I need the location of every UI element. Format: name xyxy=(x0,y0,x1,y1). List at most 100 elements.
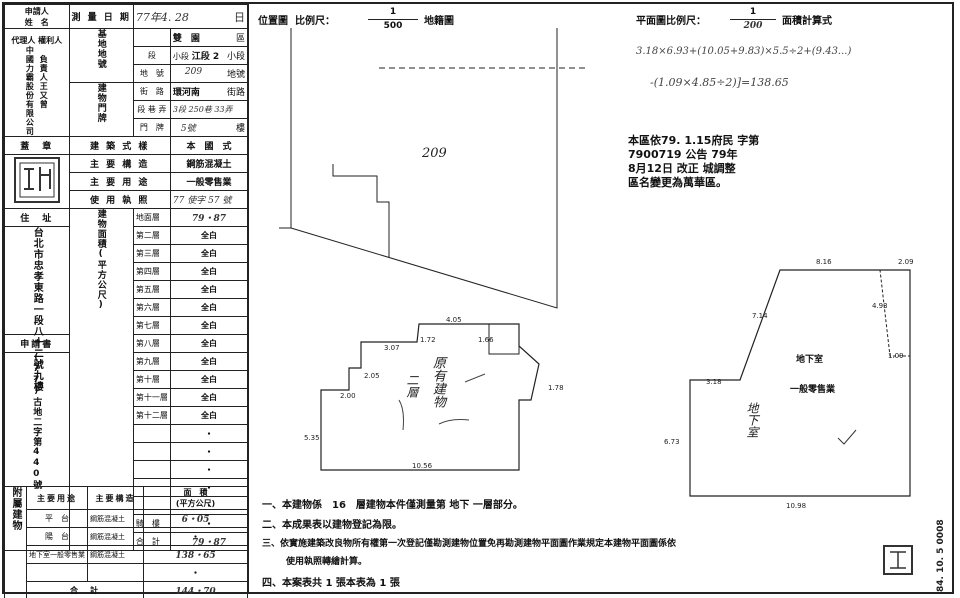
annex-struct: 鋼筋混凝土 xyxy=(87,545,144,564)
floor-area: 全白 xyxy=(169,226,249,245)
plan-dim: 6.73 xyxy=(664,438,680,446)
use-value: 一般零售業 xyxy=(169,172,249,191)
floor-area: 全白 xyxy=(169,316,249,335)
survey-date-value: 77年4. 28 日 xyxy=(132,4,249,29)
annex-use: 陽 台 xyxy=(26,527,88,546)
floor-name: 第七層 xyxy=(132,316,171,335)
building-survey-form: 申請人 姓 名 測 量 日 期 77年4. 28 日 代理人 權利人 中國力霸股… xyxy=(4,4,249,551)
floor-name: 第二層 xyxy=(132,226,171,245)
annex-total-value: 144・70 xyxy=(143,581,248,598)
annex-table: 附屬建物 主要用途 主要構造 面 積 (平方公尺) 平 台 鋼筋混凝土 6・05… xyxy=(4,486,248,598)
annex-area: 6・05 xyxy=(143,509,248,528)
site-dim: 2.00 xyxy=(340,392,356,400)
address-label: 建物門牌 xyxy=(68,82,134,137)
plan-scale: 1 200 xyxy=(730,6,776,33)
plan-title: 平面圖比例尺： xyxy=(636,16,706,27)
site-dim: 5.35 xyxy=(304,434,320,442)
permit-label: 使 用 執 照 xyxy=(68,190,171,209)
floor-name: 第六層 xyxy=(132,298,171,317)
style-label: 建 築 式 樣 xyxy=(68,136,171,155)
floor-area: 全白 xyxy=(169,280,249,299)
street-label: 街 路 xyxy=(132,82,171,101)
seal-stamp-icon xyxy=(13,157,60,203)
section-label: 段 xyxy=(132,46,171,65)
lot-step-outline xyxy=(332,164,390,258)
lot-label: 地 號 xyxy=(132,64,171,83)
blank-area: ・ xyxy=(169,442,249,461)
plan-dim: 8.16 xyxy=(816,258,832,266)
annex-total-label: 合 計 xyxy=(26,581,144,598)
handwritten-scribble xyxy=(398,373,486,431)
site-dim: 2.05 xyxy=(364,372,380,380)
site-dim: 1.66 xyxy=(478,336,494,344)
use-label: 主 要 用 途 xyxy=(68,172,171,191)
seal-label: 蓋 章 xyxy=(4,136,70,155)
floor-area: 全白 xyxy=(169,244,249,263)
basement-notch xyxy=(879,269,911,357)
note-1: 一、本建物係 16 層建物本件僅測量第 地下 一層部分。 xyxy=(262,500,523,511)
plan-dim: 10.98 xyxy=(786,502,807,510)
floor-area: 全白 xyxy=(169,388,249,407)
seal-cell xyxy=(4,154,70,209)
section-cell: 小段 江段 2 小段 xyxy=(169,46,249,65)
site-map-drawing xyxy=(279,28,589,471)
annex-area-label: 面 積 (平方公尺) xyxy=(143,486,248,510)
applicant2-label: 申請書 xyxy=(4,334,70,353)
site-dim: 10.56 xyxy=(412,462,433,470)
floor-area: 全白 xyxy=(169,262,249,281)
note-3: 三、依實施建築改良物所有權第一次登記僅勘測建物位置免再勘測建物平面圖作業規定本建… xyxy=(262,539,677,549)
floor-name: 第五層 xyxy=(132,280,171,299)
annex-struct-label: 主要構造 xyxy=(87,486,144,510)
street-cell: 環河南 街路 xyxy=(169,82,249,101)
cadastral-lot-outline xyxy=(279,28,558,309)
form-divider xyxy=(248,4,249,592)
lane-value: 3段 250巷 33弄 xyxy=(169,100,249,119)
floor-name: 第九層 xyxy=(132,352,171,371)
site-title: 位置圖 比例尺： xyxy=(258,16,335,27)
plan-formula2: -(1.09×4.85÷2)]=138.65 xyxy=(650,76,789,89)
site-dim: 4.05 xyxy=(446,316,462,324)
floor-area: 79・87 xyxy=(169,208,249,227)
site-dim: 3.07 xyxy=(384,344,400,352)
site-map-label: 地籍圖 xyxy=(424,16,454,27)
site-scale: 1 500 xyxy=(368,6,418,33)
stair-block xyxy=(488,323,520,355)
floor-area: 全白 xyxy=(169,370,249,389)
annex-use xyxy=(26,563,88,582)
style-value: 本 國 式 xyxy=(169,136,249,155)
district-cell: 雙 園 區 xyxy=(169,28,249,47)
plan-formula1: 3.18×6.93+(10.05+9.83)×5.5÷2+(9.43...) xyxy=(636,46,852,57)
blank-area: ・ xyxy=(169,424,249,443)
annex-area: ・ xyxy=(143,527,248,546)
plan-calc-label: 面積計算式 xyxy=(782,16,832,27)
annex-struct: 鋼筋混凝土 xyxy=(87,527,144,546)
structure-label: 主 要 構 造 xyxy=(68,154,171,173)
floor-name: 第八層 xyxy=(132,334,171,353)
floor-area: 全白 xyxy=(169,298,249,317)
annex-label: 附屬建物 xyxy=(4,486,27,598)
site-handwritten: 原有建物 xyxy=(430,356,445,408)
plan-dim: 7.14 xyxy=(752,312,768,320)
floor-name: 第三層 xyxy=(132,244,171,263)
corner-seal-icon xyxy=(883,545,913,575)
number-label: 門 牌 xyxy=(132,118,171,137)
annex-use-label: 主要用途 xyxy=(26,486,88,510)
annex-struct xyxy=(87,563,144,582)
note-3-cont: 使用執照轉繪計算。 xyxy=(286,557,368,567)
floor-name: 第十一層 xyxy=(132,388,171,407)
owner-cell: 代理人 權利人 中國力霸股份有限公司 負責人王又曾 xyxy=(4,28,70,137)
plan-dim: 3.18 xyxy=(706,378,722,386)
number-cell: 5號 樓 xyxy=(169,118,249,137)
annex-struct: 鋼筋混凝土 xyxy=(87,509,144,528)
plan-vertical-note: 地下室 xyxy=(745,402,759,438)
site-lot-number: 209 xyxy=(422,146,447,161)
annex-area: 138・65 xyxy=(143,545,248,564)
floor-area: 全白 xyxy=(169,352,249,371)
applicant-label: 申請人 姓 名 xyxy=(4,4,70,29)
plan-dim: 2.09 xyxy=(898,258,914,266)
blank-area: ・ xyxy=(169,460,249,479)
address-side-label: 住 址 xyxy=(4,208,70,227)
site-dim: 1.72 xyxy=(420,336,436,344)
annex-use: 平 台 xyxy=(26,509,88,528)
